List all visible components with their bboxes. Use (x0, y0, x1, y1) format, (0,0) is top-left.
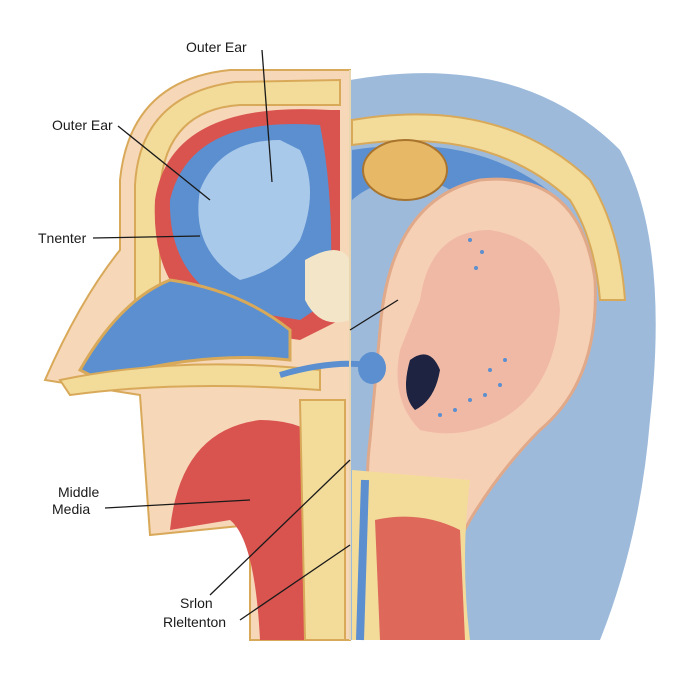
brain-lobes (198, 140, 310, 280)
label-outer-ear-top: Outer Ear (186, 39, 247, 55)
label-media: Media (52, 501, 90, 517)
label-rleltenton: Rleltenton (163, 614, 226, 630)
sinus-dots (305, 250, 350, 323)
label-outer-ear-left: Outer Ear (52, 117, 113, 133)
palate (58, 363, 321, 397)
skull-band-right (351, 113, 627, 301)
ear-canal (406, 354, 440, 410)
leader-lines (92, 49, 399, 621)
throat (170, 420, 340, 640)
label-tnenter: Tnenter (38, 230, 87, 246)
skin-dots (433, 238, 507, 507)
label-middle: Middle (58, 484, 99, 500)
tympanic-bulb (358, 352, 386, 384)
nasal-cavity (77, 278, 292, 382)
label-srlon: Srlon (180, 595, 213, 611)
cochlea-nerve (362, 139, 448, 201)
neck-muscle (375, 516, 465, 640)
spine (298, 399, 346, 641)
vessel-right (356, 479, 369, 641)
ear-concha (397, 230, 560, 434)
